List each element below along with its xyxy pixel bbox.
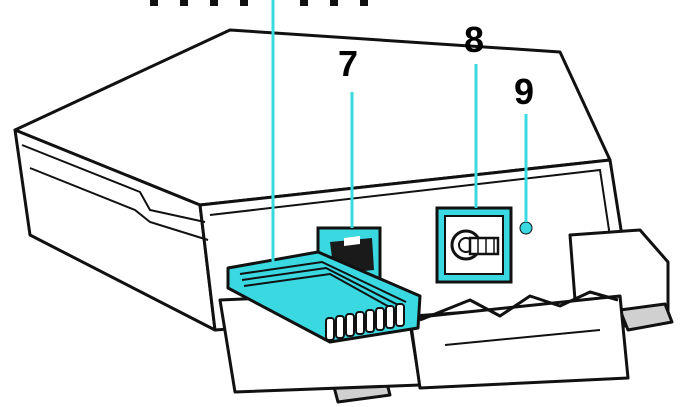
coaxial-connector-port <box>435 206 513 284</box>
callout-7-label: 7 <box>338 43 359 84</box>
comb-edge-connector <box>226 250 422 344</box>
callout-9-label: 9 <box>514 71 535 112</box>
callout-8-label: 8 <box>464 19 485 60</box>
indicator-dot <box>519 221 533 235</box>
